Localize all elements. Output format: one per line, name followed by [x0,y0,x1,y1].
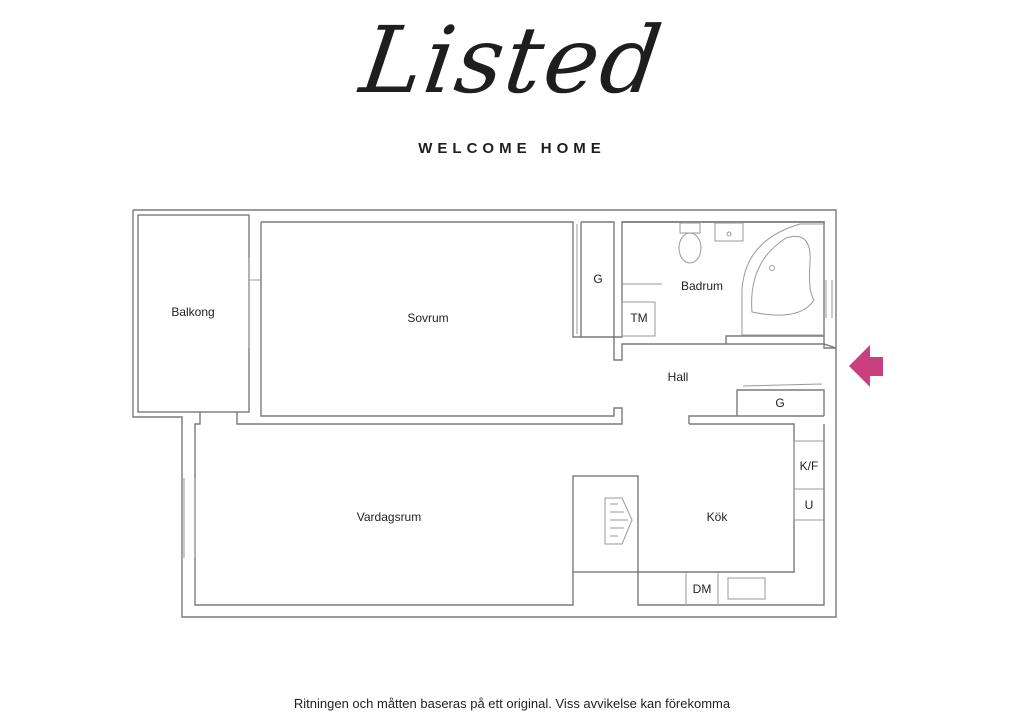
room-label-tm: TM [630,311,648,325]
entrance-arrow-icon [849,345,883,387]
room-label-kok: Kök [706,510,728,524]
living-room-wall [194,412,574,606]
stair-outline [572,475,639,573]
disclaimer-text: Ritningen och måtten baseras på ett orig… [293,696,731,711]
room-label-badrum: Badrum [680,279,724,293]
room-label-garderob-1: G [593,272,603,286]
room-label-balkong: Balkong [171,305,215,319]
room-label-garderob-2: G [775,396,785,410]
brand-tagline: WELCOME HOME [418,140,606,157]
wardrobe-1-outline [581,221,615,338]
room-label-kf: K/F [799,459,819,473]
room-label-vardagsrum: Vardagsrum [356,510,422,524]
stove-icon [727,577,766,600]
tm-outline [621,301,656,337]
room-label-u: U [804,498,814,512]
stair-icon [604,497,633,545]
bathroom-wall [622,221,825,344]
sink-icon [714,222,744,242]
outer-wall [132,209,837,618]
brand-logo: Listed WELCOME HOME [355,6,670,166]
room-label-dm: DM [692,582,712,596]
room-label-sovrum: Sovrum [407,311,449,325]
toilet-icon [678,232,702,264]
bathtub-icon [741,223,825,336]
wardrobe-2-outline [736,389,825,416]
bedroom-wall [261,221,582,338]
room-label-hall: Hall [667,370,689,384]
